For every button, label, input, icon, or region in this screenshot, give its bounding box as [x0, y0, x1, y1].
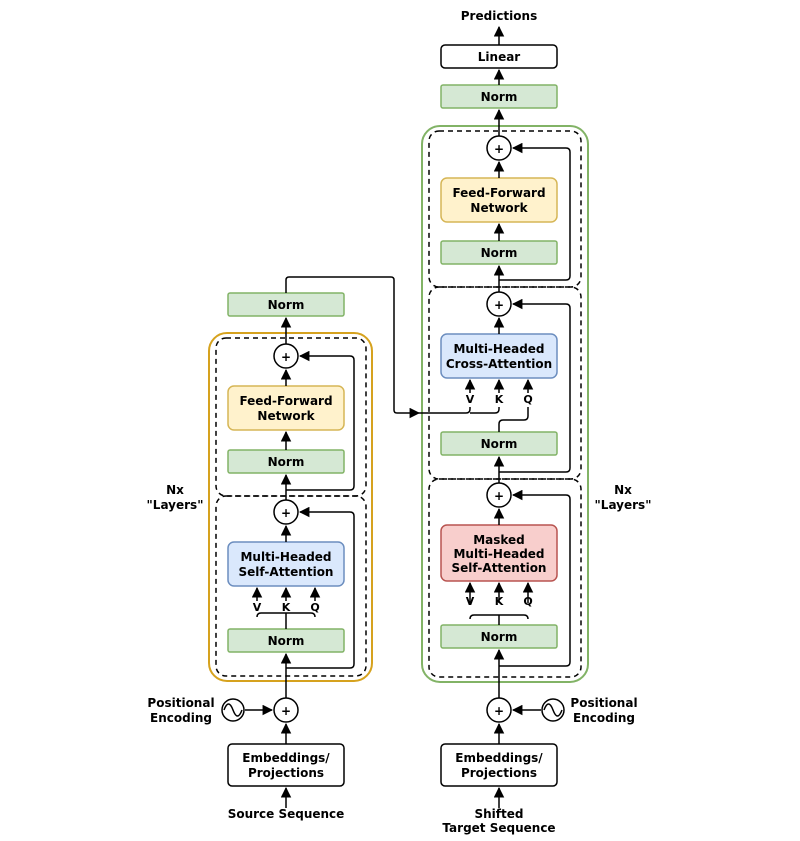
- decoder-cross-sublayer: [428, 286, 582, 480]
- encoder-emb-label-2: Projections: [248, 766, 324, 780]
- decoder-connectors: [419, 25, 571, 808]
- decoder-cross-attention: [440, 333, 558, 379]
- linear-label: Linear: [478, 50, 521, 64]
- encoder-input-label: Source Sequence: [228, 807, 345, 821]
- encoder-ff-label-2: Network: [257, 409, 315, 423]
- encoder-feed-forward: [227, 385, 345, 431]
- decoder-add-cross-label: +: [494, 298, 504, 312]
- encoder-add-ff-label: +: [281, 350, 291, 364]
- decoder-masked-label-1: Masked: [473, 533, 525, 547]
- decoder-emb-label-2: Projections: [461, 766, 537, 780]
- predictions-label: Predictions: [461, 9, 537, 23]
- encoder-nx-label-2: "Layers": [147, 498, 204, 512]
- encoder-v-label: V: [253, 601, 262, 614]
- encoder-pos-label-2: Encoding: [150, 711, 212, 725]
- encoder-norm-attn-label: Norm: [268, 634, 305, 648]
- encoder-self-attention: [227, 541, 345, 587]
- encoder-q-label: Q: [310, 601, 319, 614]
- decoder-cross-label-1: Multi-Headed: [453, 342, 544, 356]
- encoder-stack-container: [208, 332, 373, 682]
- encoder-norm-ff-label: Norm: [268, 455, 305, 469]
- decoder-pos-label-1: Positional: [570, 696, 637, 710]
- encoder-add-pos-label: +: [281, 704, 291, 718]
- encoder-emb-label-1: Embeddings/: [242, 751, 330, 765]
- decoder-final-norm-label: Norm: [481, 90, 518, 104]
- decoder-masked-sublayer: [428, 478, 582, 678]
- encoder-ff-label-1: Feed-Forward: [239, 394, 332, 408]
- decoder-add-masked-label: +: [494, 489, 504, 503]
- encoder-nx-label-1: Nx: [166, 483, 184, 497]
- decoder-k1-label: K: [495, 393, 504, 406]
- decoder-nx-label-2: "Layers": [595, 498, 652, 512]
- decoder-sine-wave: [543, 703, 563, 717]
- decoder-nx-label-1: Nx: [614, 483, 632, 497]
- encoder-k-label: K: [282, 601, 291, 614]
- decoder-pos-label-2: Encoding: [573, 711, 635, 725]
- decoder-feed-forward: [440, 177, 558, 223]
- encoder-final-norm-label: Norm: [268, 298, 305, 312]
- decoder-ff-label-1: Feed-Forward: [452, 186, 545, 200]
- decoder-q1-label: Q: [523, 393, 532, 406]
- decoder-add-pos-label: +: [494, 704, 504, 718]
- decoder-v1-label: V: [466, 393, 475, 406]
- encoder: Norm + Feed-Forward Network Norm + Multi…: [147, 276, 421, 821]
- decoder-norm-cross-label: Norm: [481, 437, 518, 451]
- decoder-cross-label-2: Cross-Attention: [446, 357, 552, 371]
- encoder-attn-sublayer: [215, 495, 367, 677]
- decoder-ff-label-2: Network: [470, 201, 528, 215]
- encoder-connectors: [245, 276, 421, 808]
- decoder-emb-label-1: Embeddings/: [455, 751, 543, 765]
- decoder-ff-sublayer: [428, 130, 582, 288]
- decoder-masked-label-2: Multi-Headed: [453, 547, 544, 561]
- decoder: Predictions Linear Norm + Feed-Forward N…: [419, 9, 651, 835]
- encoder-attn-label-1: Multi-Headed: [240, 550, 331, 564]
- decoder-norm-masked-label: Norm: [481, 630, 518, 644]
- decoder-input-label-1: Shifted: [475, 807, 524, 821]
- decoder-masked-label-3: Self-Attention: [452, 561, 547, 575]
- decoder-stack-container: [421, 125, 589, 683]
- decoder-input-label-2: Target Sequence: [442, 821, 555, 835]
- encoder-add-attn-label: +: [281, 506, 291, 520]
- decoder-add-ff-label: +: [494, 142, 504, 156]
- encoder-pos-label-1: Positional: [147, 696, 214, 710]
- decoder-norm-ff-label: Norm: [481, 246, 518, 260]
- encoder-attn-label-2: Self-Attention: [239, 565, 334, 579]
- encoder-sine-wave: [223, 703, 243, 717]
